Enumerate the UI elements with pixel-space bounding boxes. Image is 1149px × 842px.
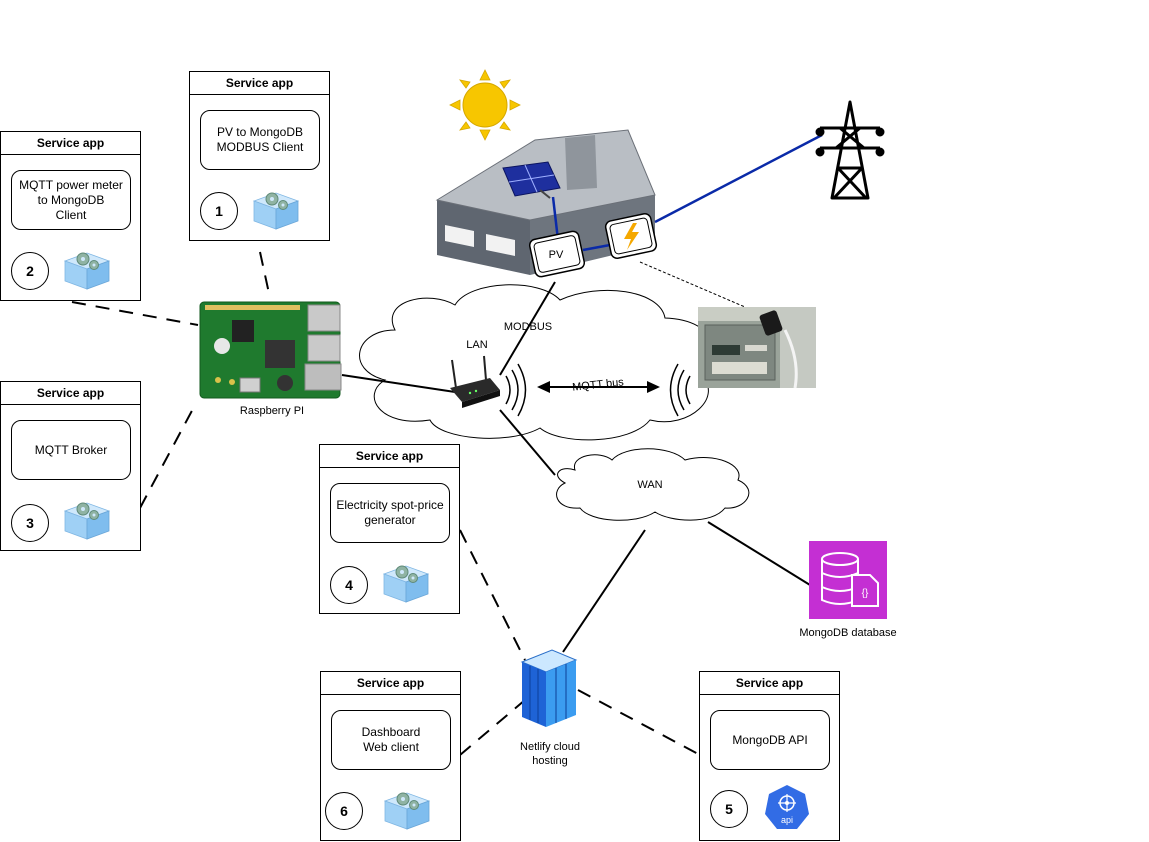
service-app-6-title: Dashboard Web client — [331, 710, 451, 770]
sun-icon — [449, 69, 521, 141]
wifi-waves-router — [505, 363, 527, 417]
link-wan-mongodb — [707, 521, 811, 586]
link-netlify-svc5 — [577, 689, 701, 756]
transmission-tower-icon — [815, 100, 885, 200]
gear-cube-icon — [383, 565, 429, 603]
link-pi-router — [341, 374, 456, 393]
power-line-meter-grid — [654, 133, 823, 224]
power-line-panel-pv — [551, 196, 560, 241]
service-app-6-badge: 6 — [325, 792, 363, 830]
pv-inverter — [528, 230, 586, 278]
svg-text:{}: {} — [862, 588, 869, 599]
gear-cube-icon — [64, 502, 110, 540]
netlify-server-icon — [520, 649, 578, 727]
wan-label: WAN — [637, 479, 663, 491]
raspberry-pi-board — [199, 301, 342, 399]
bolt-meter-icon — [604, 212, 658, 260]
pv-label: PV — [549, 249, 564, 261]
service-app-3-title: MQTT Broker — [11, 420, 131, 480]
link-svc3-pi — [139, 404, 196, 509]
service-app-6: Service app Dashboard Web client 6 — [320, 671, 461, 841]
service-app-5-title: MongoDB API — [710, 710, 830, 770]
link-svc2-pi — [71, 301, 199, 326]
gear-cube-icon — [253, 192, 299, 230]
service-app-3-badge: 3 — [11, 504, 49, 542]
router-icon — [450, 355, 500, 408]
gear-cube-icon — [64, 252, 110, 290]
service-app-1: Service app PV to MongoDB MODBUS Client … — [189, 71, 330, 241]
service-app-5-badge: 5 — [710, 790, 748, 828]
service-app-header: Service app — [1, 382, 140, 405]
service-app-1-title: PV to MongoDB MODBUS Client — [200, 110, 320, 170]
service-app-2-title: MQTT power meter to MongoDB Client — [11, 170, 131, 230]
service-app-1-badge: 1 — [200, 192, 238, 230]
link-pv-router — [499, 281, 556, 376]
service-app-header: Service app — [190, 72, 329, 95]
smart-meter-photo — [698, 307, 816, 389]
api-icon: api — [765, 785, 809, 829]
wifi-waves-meter — [669, 363, 691, 417]
raspberry-pi-label: Raspberry PI — [239, 405, 305, 417]
power-line-pv-meter — [582, 243, 611, 252]
gear-cube-icon — [384, 792, 430, 830]
service-app-5: Service app MongoDB API 5 api — [699, 671, 840, 841]
link-svc1-pi — [259, 251, 271, 299]
mongodb-label: MongoDB database — [799, 627, 897, 639]
service-app-header: Service app — [700, 672, 839, 695]
service-app-4: Service app Electricity spot-price gener… — [319, 444, 460, 614]
netlify-label: Netlify cloud hosting — [520, 741, 580, 767]
lan-label: LAN — [466, 339, 488, 351]
service-app-header: Service app — [321, 672, 460, 695]
service-app-2: Service app MQTT power meter to MongoDB … — [0, 131, 141, 301]
link-wan-netlify — [562, 529, 646, 653]
modbus-label: MODBUS — [503, 321, 553, 333]
mqtt-bus-arrow — [537, 381, 660, 393]
service-app-2-badge: 2 — [11, 252, 49, 290]
mongodb-database-icon: {} — [809, 541, 887, 619]
wan-cloud — [556, 448, 750, 521]
lan-cloud — [359, 284, 715, 441]
service-app-3: Service app MQTT Broker 3 — [0, 381, 141, 551]
link-svc4-netlify — [459, 529, 526, 661]
link-meter-photo — [639, 261, 746, 308]
service-app-4-title: Electricity spot-price generator — [330, 483, 450, 543]
service-app-4-badge: 4 — [330, 566, 368, 604]
service-app-header: Service app — [320, 445, 459, 468]
service-app-header: Service app — [1, 132, 140, 155]
link-router-wan — [499, 409, 556, 476]
svg-text:api: api — [781, 815, 793, 825]
